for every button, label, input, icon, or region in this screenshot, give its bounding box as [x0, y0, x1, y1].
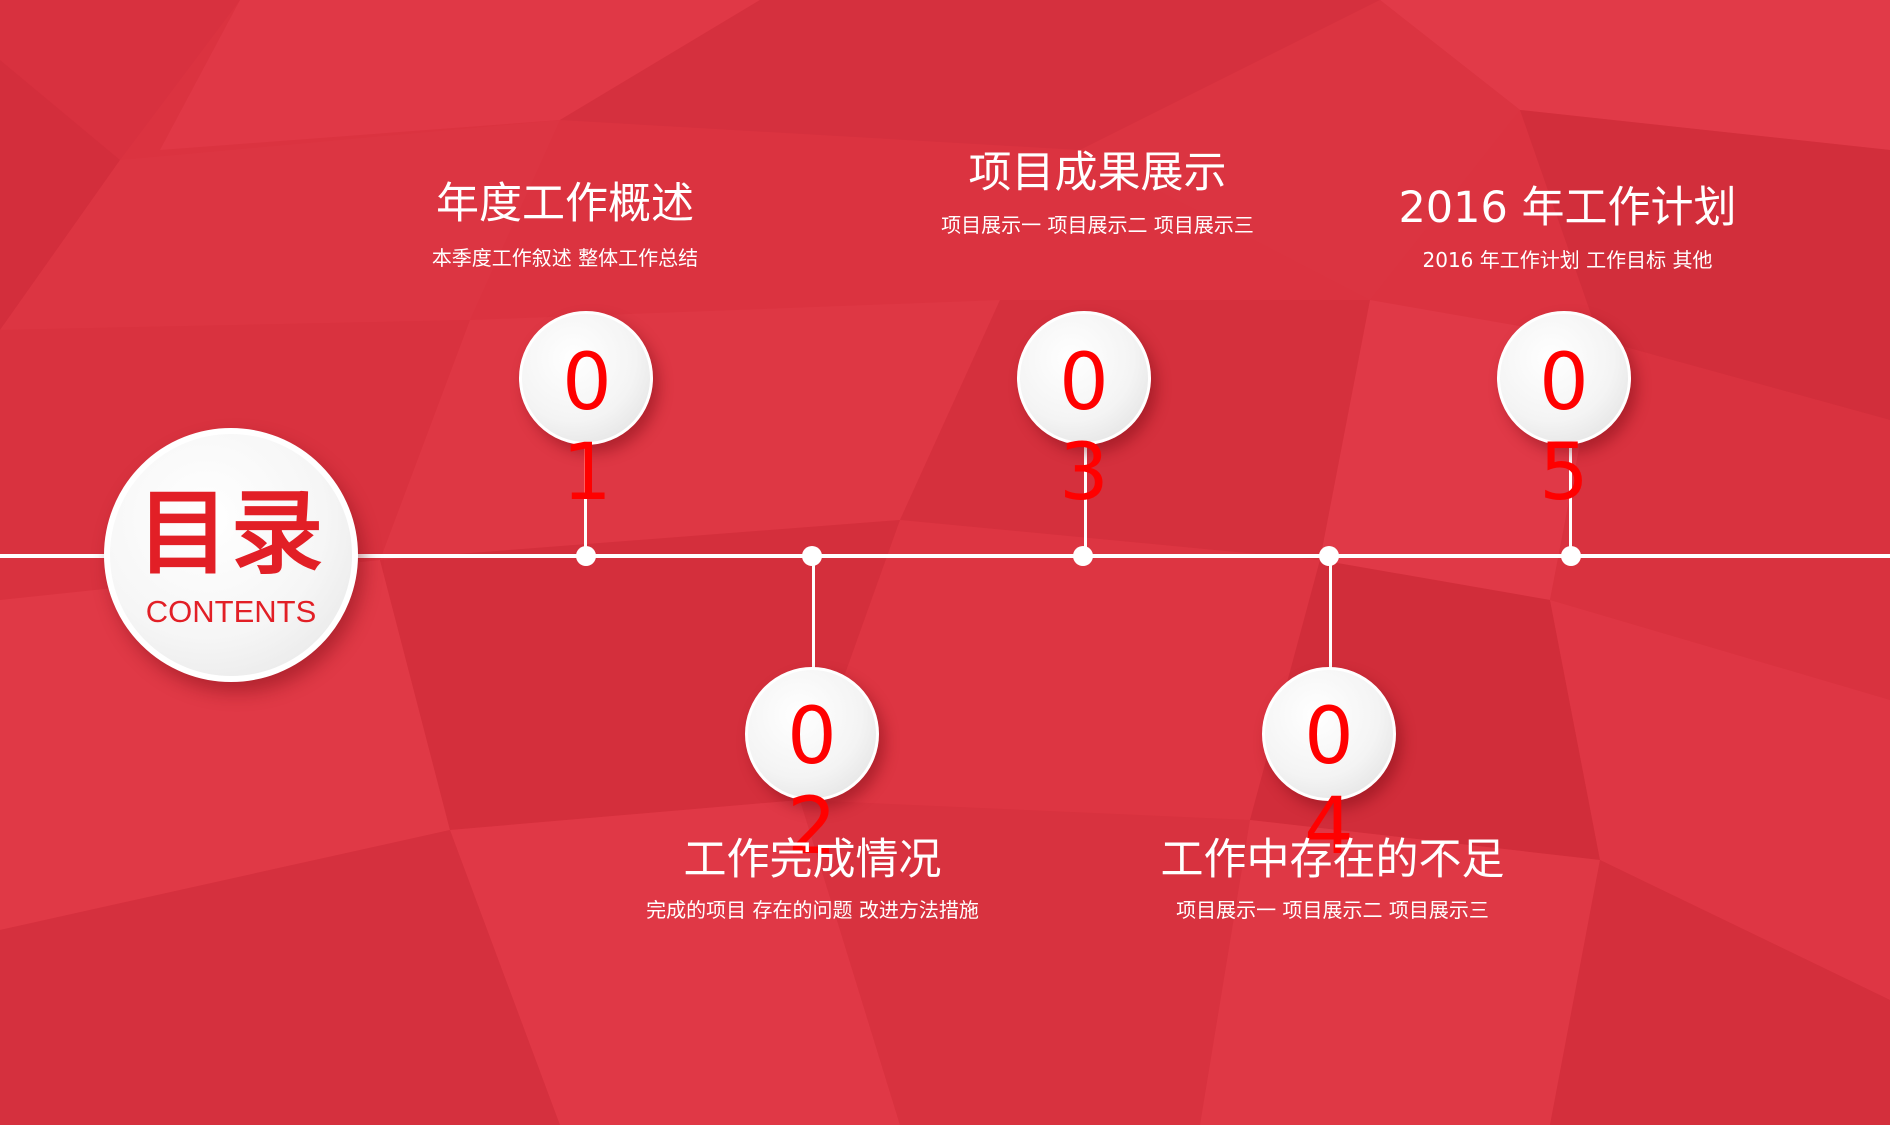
- item-number-03: 03: [1059, 338, 1109, 518]
- item-desc-05: 2016 年工作计划 工作目标 其他: [1422, 248, 1713, 272]
- connector-03: [1084, 440, 1087, 556]
- connector-01: [584, 440, 587, 556]
- contents-subtitle: CONTENTS: [145, 594, 317, 629]
- item-title-01: 年度工作概述: [436, 179, 694, 229]
- item-title-05: 2016 年工作计划: [1398, 183, 1737, 233]
- number-circle-02[interactable]: [745, 667, 879, 801]
- item-title-03: 项目成果展示: [968, 148, 1227, 198]
- timeline-dot-01: [576, 546, 596, 566]
- item-title-02: 工作完成情况: [683, 835, 942, 885]
- number-circle-01[interactable]: [519, 311, 653, 445]
- item-number-05: 05: [1539, 338, 1589, 518]
- item-desc-04: 项目展示一 项目展示二 项目展示三: [1176, 898, 1489, 922]
- contents-badge: 目录 CONTENTS: [104, 428, 358, 682]
- number-circle-05[interactable]: [1497, 311, 1631, 445]
- contents-title: 目录: [136, 480, 325, 587]
- number-circle-04[interactable]: [1262, 667, 1396, 801]
- timeline-line: [0, 554, 1890, 558]
- item-desc-02: 完成的项目 存在的问题 改进方法措施: [646, 898, 979, 922]
- timeline-dot-03: [1073, 546, 1093, 566]
- timeline-dot-04: [1319, 546, 1339, 566]
- connector-05: [1569, 440, 1572, 556]
- item-desc-03: 项目展示一 项目展示二 项目展示三: [941, 213, 1254, 237]
- item-number-02: 02: [787, 692, 837, 872]
- item-number-01: 01: [562, 338, 612, 518]
- connector-02: [812, 556, 815, 670]
- timeline-dot-05: [1561, 546, 1581, 566]
- item-desc-01: 本季度工作叙述 整体工作总结: [431, 246, 699, 270]
- connector-04: [1329, 556, 1332, 670]
- number-circle-03[interactable]: [1017, 311, 1151, 445]
- item-number-04: 04: [1304, 692, 1354, 872]
- item-title-04: 工作中存在的不足: [1160, 835, 1505, 885]
- timeline-dot-02: [802, 546, 822, 566]
